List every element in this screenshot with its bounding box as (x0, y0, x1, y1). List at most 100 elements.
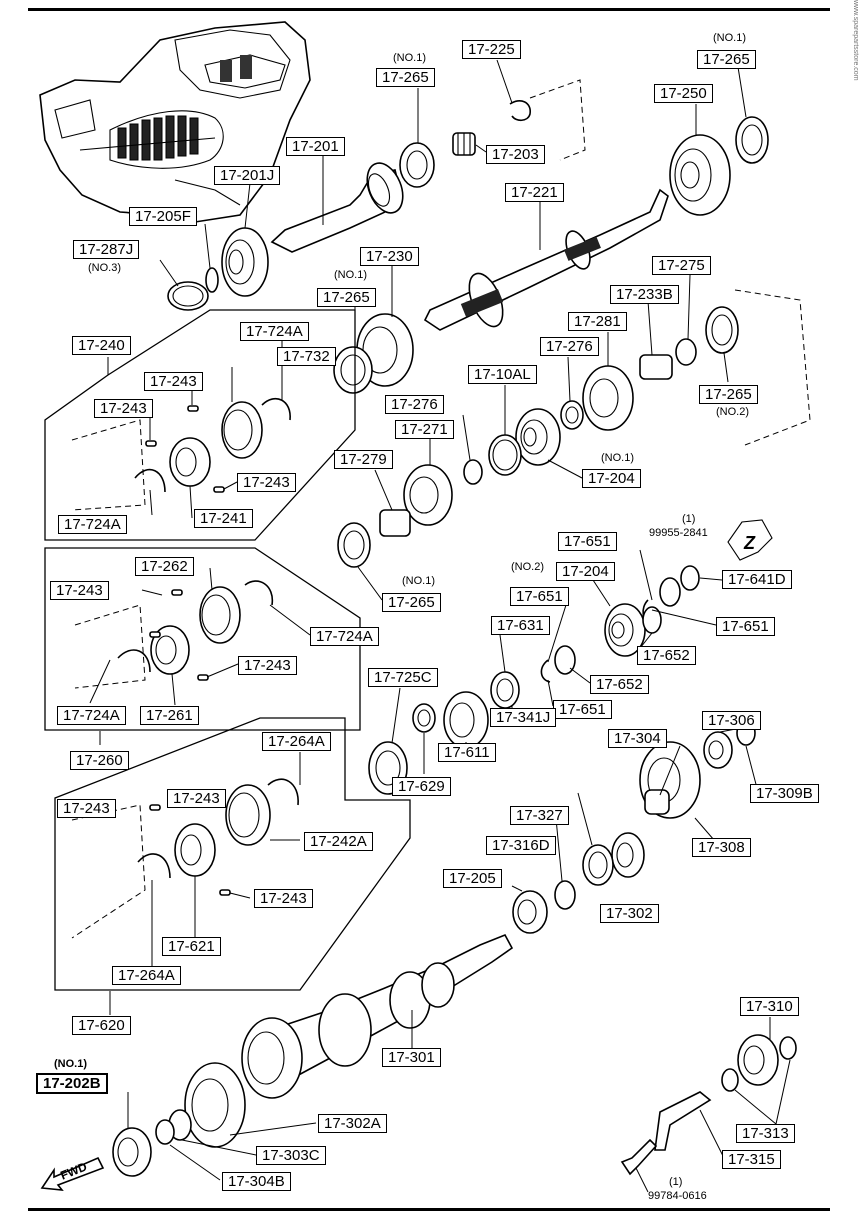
group-outline-17-620 (54, 717, 411, 991)
note-part-99955-2841: 99955-2841 (649, 527, 708, 539)
label-17-313: 17-313 (736, 1124, 795, 1143)
side-watermark: www.sparepartsstore.com (852, 0, 862, 1214)
label-17-265-b: 17-265 (697, 50, 756, 69)
synchro-ring-17-265-right (735, 116, 769, 164)
label-17-243-h: 17-243 (254, 889, 313, 908)
label-17-611: 17-611 (438, 743, 496, 762)
leader-lines (89, 59, 791, 1193)
label-17-275: 17-275 (652, 256, 711, 275)
gear-17-281 (582, 365, 634, 431)
label-17-301: 17-301 (382, 1048, 441, 1067)
washer-17-651-a (659, 577, 681, 607)
washer-17-276-upper (560, 400, 584, 430)
bushing-17-304 (644, 789, 670, 815)
label-17-205: 17-205 (443, 869, 502, 888)
snap-ring-17-641d (680, 565, 700, 591)
main-shaft (423, 188, 669, 331)
note-part-99784-0616: 99784-0616 (648, 1190, 707, 1202)
label-17-201: 17-201 (286, 137, 345, 156)
sleeve-17-242a (225, 784, 271, 846)
label-17-651-d: 17-651 (553, 700, 612, 719)
label-17-631: 17-631 (491, 616, 550, 635)
label-17-243-e: 17-243 (238, 656, 297, 675)
label-17-260: 17-260 (70, 751, 129, 770)
note-no1-c: (NO.1) (334, 269, 367, 281)
label-17-242a: 17-242A (304, 832, 373, 851)
label-17-652-a: 17-652 (637, 646, 696, 665)
spacer-17-304b (155, 1119, 175, 1145)
transmission-case-illustration (39, 21, 311, 223)
bearing-17-306 (703, 731, 733, 769)
spring-17-264a-lower (137, 853, 171, 879)
label-17-225: 17-225 (462, 40, 521, 59)
note-no2-a: (NO.2) (716, 406, 749, 418)
label-17-316d: 17-316D (486, 836, 556, 855)
bearing-17-202b (112, 1127, 152, 1177)
spring-17-724a-upper (261, 397, 291, 421)
label-17-243-d: 17-243 (50, 581, 109, 600)
label-17-652-b: 17-652 (590, 675, 649, 694)
note-qty1-b: (1) (669, 1176, 683, 1188)
synchro-ring-17-265-mid (333, 346, 373, 394)
label-17-621: 17-621 (162, 937, 221, 956)
snap-ring-17-225 (509, 100, 531, 122)
label-17-241: 17-241 (194, 509, 253, 528)
washer-17-631 (490, 671, 520, 709)
label-17-732: 17-732 (277, 347, 336, 366)
note-qty1-a: (1) (682, 513, 696, 525)
label-17-276-b: 17-276 (385, 395, 444, 414)
synchro-ring-17-265-top (399, 142, 435, 188)
label-17-310: 17-310 (740, 997, 799, 1016)
group-outline-17-240 (44, 309, 356, 541)
label-17-620: 17-620 (72, 1016, 131, 1035)
label-17-308: 17-308 (692, 838, 751, 857)
label-17-262: 17-262 (135, 557, 194, 576)
label-17-261: 17-261 (140, 706, 199, 725)
label-17-302: 17-302 (600, 904, 659, 923)
label-17-279: 17-279 (334, 450, 393, 469)
label-17-250: 17-250 (654, 84, 713, 103)
washer-17-313-b (721, 1068, 739, 1092)
label-17-221: 17-221 (505, 183, 564, 202)
label-17-724a-3: 17-724A (310, 627, 379, 646)
label-17-204-b: 17-204 (556, 562, 615, 581)
forward-arrow-icon: FWD (40, 1152, 106, 1192)
washer-17-313-a (779, 1036, 797, 1060)
spring-17-724a-lower (134, 468, 166, 493)
note-no1-e: (NO.1) (402, 575, 435, 587)
label-17-230: 17-230 (360, 247, 419, 266)
spring-17-724a-3 (244, 580, 274, 606)
nut-17-629 (412, 703, 436, 733)
note-no2-b: (NO.2) (511, 561, 544, 573)
label-17-243-a: 17-243 (144, 372, 203, 391)
label-17-265-d: 17-265 (699, 385, 758, 404)
label-17-271: 17-271 (395, 420, 454, 439)
label-17-651-c: 17-651 (716, 617, 775, 636)
note-no1-b: (NO.1) (713, 32, 746, 44)
shaft-17-315 (654, 1091, 712, 1151)
bottom-border (28, 1208, 830, 1211)
sleeve-17-732 (221, 401, 263, 459)
hub-17-241 (169, 437, 211, 487)
spring-17-264a-upper (267, 778, 299, 806)
gear-17-302 (611, 832, 645, 878)
top-border (28, 8, 830, 11)
bolt-99784-0616 (620, 1138, 658, 1176)
label-17-651-b: 17-651 (510, 587, 569, 606)
watermark-text: www.sparepartsstore.com (852, 0, 859, 81)
label-17-724a-2: 17-724A (58, 515, 127, 534)
synchro-ring-17-265-lower (337, 522, 371, 568)
washer-17-652-b (554, 645, 576, 675)
bearing-17-204-lower (604, 603, 646, 657)
group-outline-17-260 (44, 547, 361, 731)
note-no3: (NO.3) (88, 262, 121, 274)
note-no1-d: (NO.1) (601, 452, 634, 464)
label-17-281: 17-281 (568, 312, 627, 331)
label-17-327: 17-327 (510, 806, 569, 825)
label-17-240: 17-240 (72, 336, 131, 355)
washer-17-652-a (642, 606, 662, 634)
label-17-264a-2: 17-264A (112, 966, 181, 985)
washer-17-316d (554, 880, 576, 910)
label-17-203: 17-203 (486, 145, 545, 164)
label-17-264a-1: 17-264A (262, 732, 331, 751)
